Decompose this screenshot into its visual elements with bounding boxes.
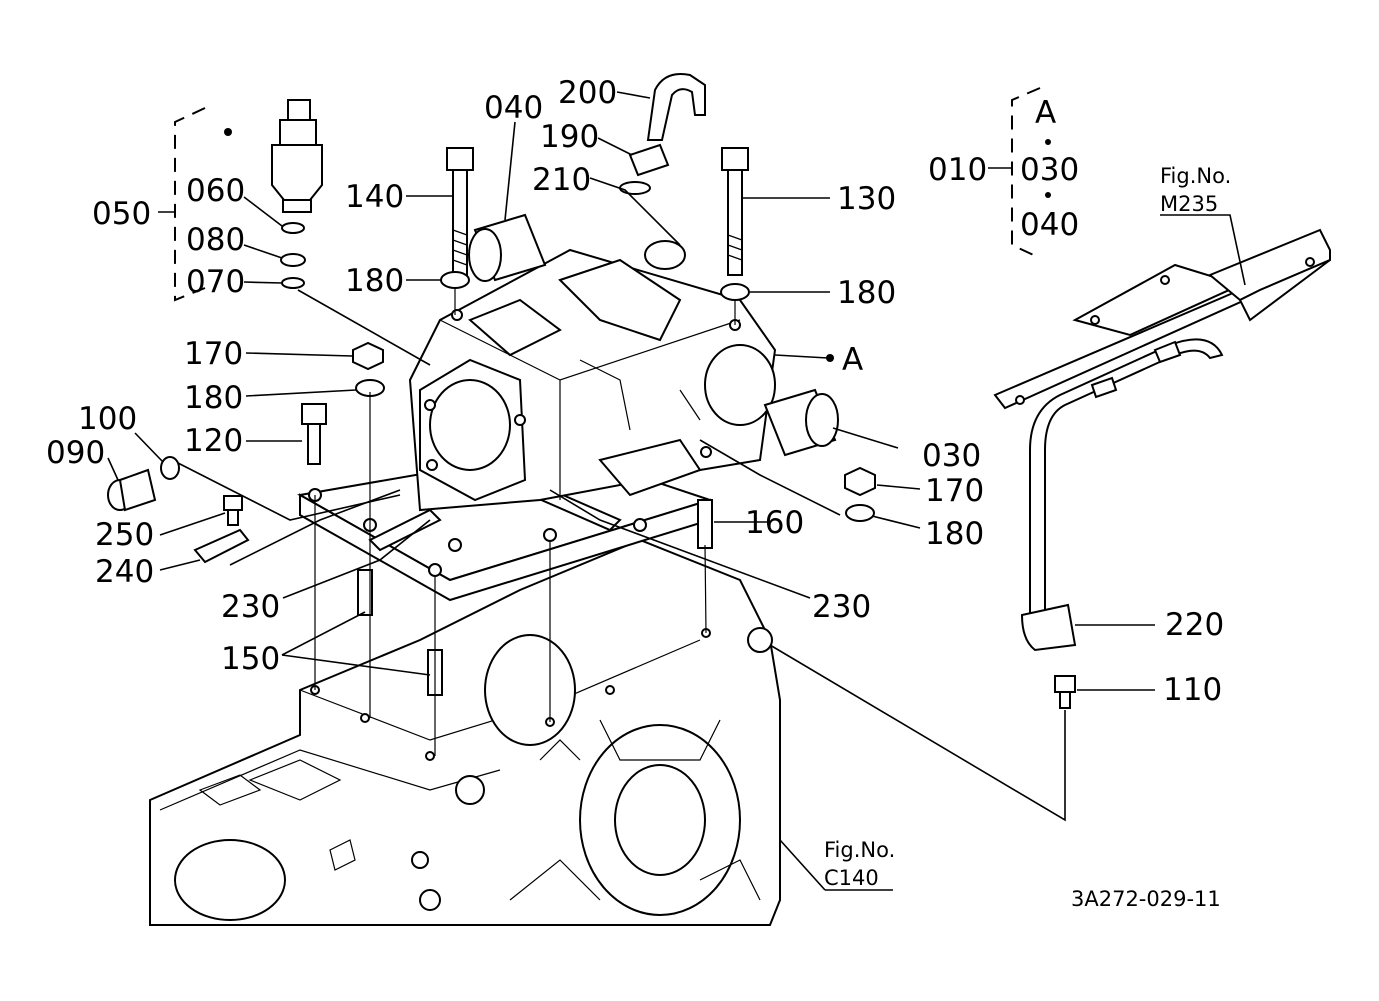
washer-210 [619,181,651,195]
group-bracket-050 [174,107,206,302]
ring-100 [160,456,180,480]
label-140: 140 [345,179,404,215]
label-090: 090 [46,435,105,471]
bracket-m235 [993,228,1331,410]
label-230-a: 230 [221,589,280,625]
label-180-b: 180 [837,275,896,311]
stud-160 [697,499,713,549]
part-labels: A 010 030 040 050 060 080 070 040 200 19… [46,75,1224,708]
label-210: 210 [532,162,591,198]
governor-housing [408,240,777,512]
washer-180-b [720,283,750,301]
leader-lines [107,91,1246,891]
label-A-callout: A [842,342,863,378]
oil-pipe-220 [1020,338,1224,652]
label-040-group: 040 [1020,207,1079,243]
label-110: 110 [1163,672,1222,708]
joint-bolt-110 [1054,675,1076,709]
stay-240 [193,528,250,564]
bushing-030 [763,388,839,457]
bolt-250 [223,495,243,526]
label-160: 160 [745,505,804,541]
label-180-c: 180 [184,380,243,416]
label-130: 130 [837,181,896,217]
stud-150-a [357,569,373,616]
label-120: 120 [184,423,243,459]
marker-dot-A [826,354,834,362]
engine-block [149,538,781,926]
label-200: 200 [558,75,617,111]
oring-070 [281,277,305,289]
plug-090 [107,468,157,512]
solenoid-050 [271,99,323,213]
label-A-top: A [1035,95,1056,131]
label-240: 240 [95,554,154,590]
label-100: 100 [78,401,137,437]
marker-dot-010-b [1045,192,1051,198]
label-220: 220 [1165,607,1224,643]
bushing-040 [468,213,547,282]
nut-170-a [352,341,384,371]
label-230-b: 230 [812,589,871,625]
label-070: 070 [186,264,245,300]
label-150: 150 [221,641,280,677]
label-170-a: 170 [184,336,243,372]
label-180-a: 180 [345,263,404,299]
label-180-d: 180 [925,516,984,552]
bolt-130 [721,147,749,276]
bolt-140 [446,147,474,281]
fig-ref-m235: M235 [1160,192,1218,216]
fig-no-label-bottom: Fig.No. [824,838,895,862]
label-190: 190 [540,119,599,155]
washer-180-a [440,271,470,289]
label-250: 250 [95,517,154,553]
label-060: 060 [186,173,245,209]
fig-no-label-top: Fig.No. [1160,164,1231,188]
marker-dot-050 [224,128,232,136]
oring-060 [281,222,305,234]
group-bracket-010 [1011,87,1041,259]
label-030: 030 [922,438,981,474]
bolt-120 [301,403,327,465]
label-170-b: 170 [925,473,984,509]
drawing-code: 3A272-029-11 [1071,887,1221,911]
nut-170-b [844,466,876,497]
hose-200 [646,73,706,141]
figure-references: Fig.No. M235 Fig.No. C140 3A272-029-11 [824,164,1231,911]
fig-ref-c140: C140 [824,866,879,890]
fitting-190 [628,143,670,177]
label-010: 010 [928,152,987,188]
washer-080 [280,253,306,267]
label-030-group: 030 [1020,152,1079,188]
label-040: 040 [484,90,543,126]
label-080: 080 [186,222,245,258]
washer-180-d [845,504,875,522]
marker-dot-010-a [1045,139,1051,145]
label-050: 050 [92,196,151,232]
